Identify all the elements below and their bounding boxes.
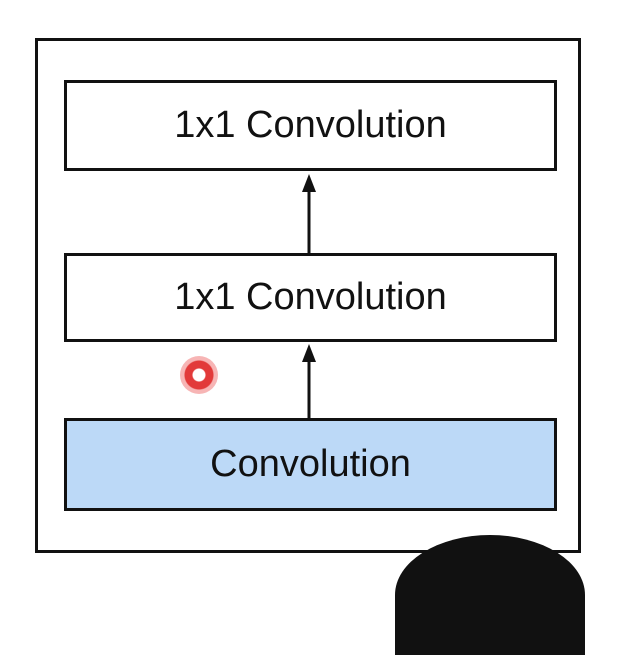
- layer-block-top: 1x1 Convolution: [64, 80, 557, 171]
- presenter-head-silhouette: [395, 535, 585, 655]
- layer-block-middle: 1x1 Convolution: [64, 253, 557, 342]
- layer-block-bottom: Convolution: [64, 418, 557, 511]
- layer-label-middle: 1x1 Convolution: [174, 276, 447, 318]
- pointer-cursor-icon: [180, 356, 218, 394]
- layer-label-bottom: Convolution: [210, 443, 411, 485]
- layer-label-top: 1x1 Convolution: [174, 104, 447, 146]
